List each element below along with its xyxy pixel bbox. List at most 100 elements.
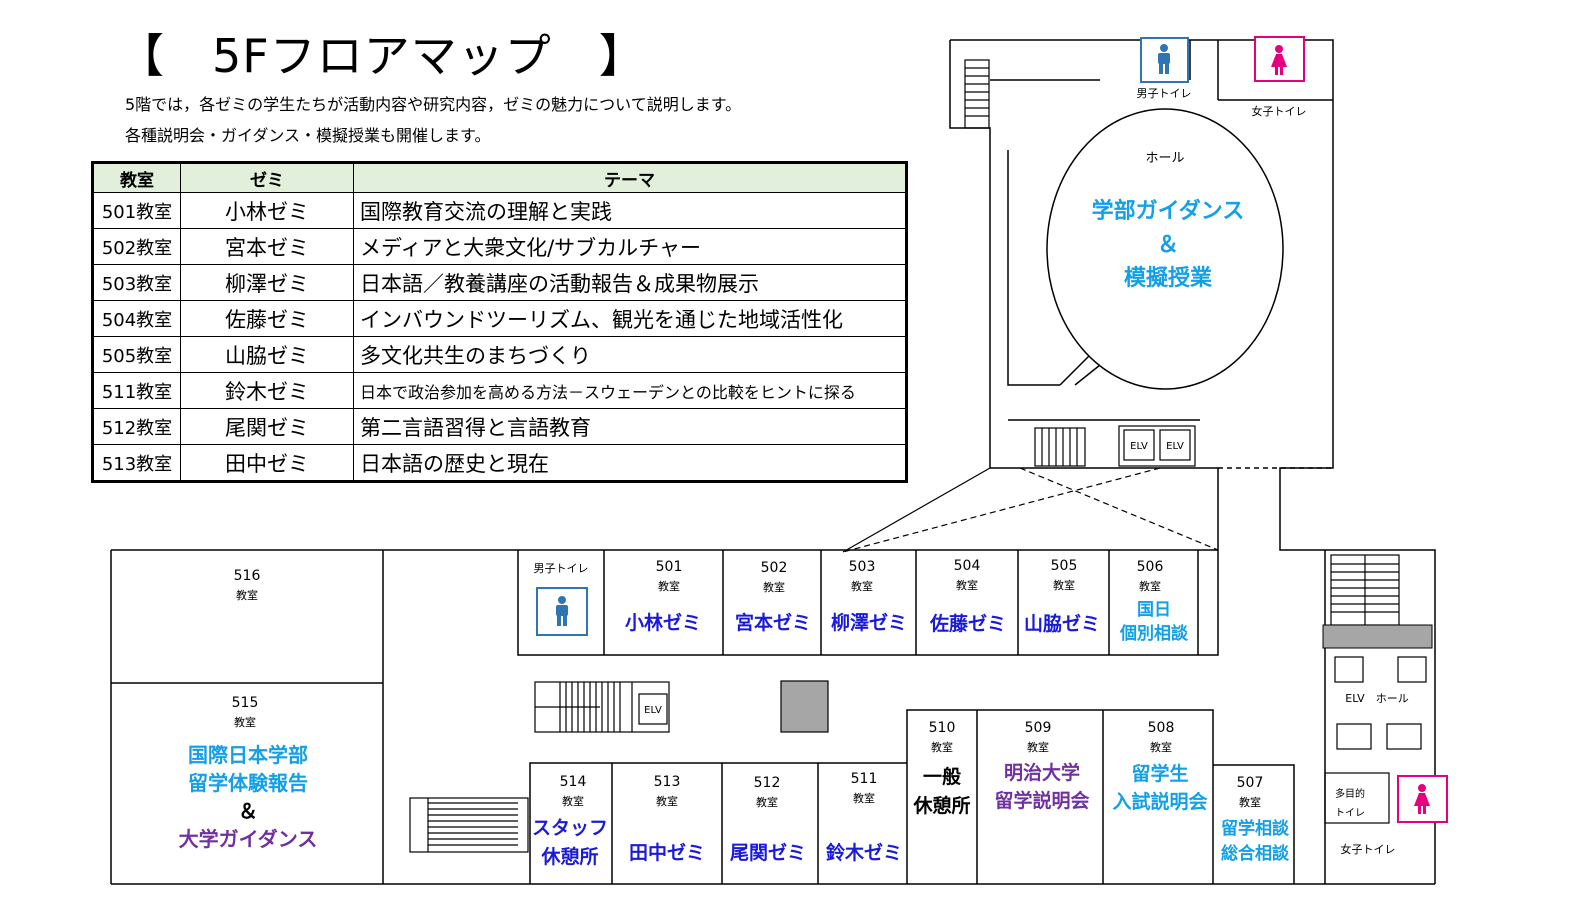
zemi-cell: 山脇ゼミ (180, 336, 354, 373)
room-cell: 502教室 (92, 228, 181, 265)
room-number: 507 (1237, 775, 1264, 791)
theme-cell: 日本語／教養講座の活動報告＆成果物展示 (353, 264, 907, 301)
womens-restroom-lower: 女子トイレ (1341, 775, 1448, 856)
table-row: 501教室 小林ゼミ 国際教育交流の理解と実践 (92, 192, 907, 229)
room-label: 佐藤ゼミ (929, 612, 1006, 635)
room-515-line-1: 国際日本学部 (188, 743, 308, 767)
room-514: 514 教室 スタッフ 休憩所 (532, 774, 608, 868)
room-label: 山脇ゼミ (1024, 612, 1100, 635)
room-type: 教室 (853, 791, 875, 805)
central-stairs (534, 681, 670, 733)
room-cell: 513教室 (92, 444, 181, 482)
room-cell: 511教室 (92, 372, 181, 409)
elv-label: ELV (1166, 441, 1184, 452)
womens-restroom-label: 女子トイレ (1341, 842, 1396, 856)
multipurpose-label-1: 多目的 (1335, 787, 1365, 800)
table-row: 503教室 柳澤ゼミ 日本語／教養講座の活動報告＆成果物展示 (92, 264, 907, 301)
room-number: 501 (656, 559, 683, 575)
header-zemi: ゼミ (180, 162, 354, 193)
room-506-line-1: 国日 (1137, 600, 1171, 620)
lower-floor-walls (110, 549, 1435, 885)
elv-label: ELV (644, 705, 662, 716)
womens-restroom-top: 女子トイレ (1252, 36, 1307, 118)
room-515-line-2: 留学体験報告 (188, 771, 308, 795)
elevator (638, 693, 668, 725)
pillar (780, 680, 829, 733)
table-row: 505教室 山脇ゼミ 多文化共生のまちづくり (92, 336, 907, 373)
room-type: 教室 (1027, 740, 1049, 754)
room-label: 宮本ゼミ (735, 611, 811, 634)
room-509-line-1: 明治大学 (1004, 761, 1080, 784)
zemi-cell: 田中ゼミ (180, 444, 354, 482)
room-508-line-2: 入試説明会 (1112, 790, 1207, 813)
room-number: 502 (761, 560, 788, 576)
elv-hall (1334, 656, 1427, 750)
elevator (1159, 429, 1191, 461)
room-label: 鈴木ゼミ (826, 841, 902, 864)
intro-line-1: 5階では，各ゼミの学生たちが活動内容や研究内容，ゼミの魅力について説明します。 (125, 95, 742, 114)
room-515: 515 教室 国際日本学部 留学体験報告 ＆ 大学ガイダンス (179, 695, 318, 851)
upper-elevators: ELV ELV (1118, 425, 1196, 467)
room-type: 教室 (756, 795, 778, 809)
room-type: 教室 (1053, 578, 1075, 592)
room-type: 教室 (1139, 579, 1161, 593)
lower-left-stairs (409, 797, 529, 853)
room-type: 教室 (236, 588, 258, 602)
mens-restroom-lower: 男子トイレ (534, 562, 589, 636)
multipurpose-label-2: トイレ (1335, 808, 1365, 819)
theme-cell: 国際教育交流の理解と実践 (353, 192, 907, 229)
room-509-line-2: 留学説明会 (994, 789, 1089, 812)
mens-restroom-label: 男子トイレ (534, 562, 589, 575)
zemi-cell: 尾関ゼミ (180, 408, 354, 445)
room-513: 513 教室 田中ゼミ (629, 774, 705, 864)
table-row: 502教室 宮本ゼミ メディアと大衆文化/サブカルチャー (92, 228, 907, 265)
room-506: 506 教室 国日 個別相談 (1119, 559, 1189, 644)
room-503: 503 教室 柳澤ゼミ (831, 559, 907, 634)
room-type: 教室 (562, 794, 584, 808)
theme-cell: 日本語の歴史と現在 (353, 444, 907, 482)
room-number: 510 (929, 720, 956, 736)
womens-restroom-label: 女子トイレ (1252, 104, 1307, 118)
room-type: 教室 (656, 794, 678, 808)
room-type: 教室 (763, 580, 785, 594)
theme-cell: 日本で政治参加を高める方法－スウェーデンとの比較をヒントに探る (353, 372, 907, 409)
room-type: 教室 (1239, 795, 1261, 809)
elevator (1397, 656, 1427, 683)
table-row: 504教室 佐藤ゼミ インバウンドツーリズム、観光を通じた地域活性化 (92, 300, 907, 337)
room-number: 515 (232, 695, 259, 711)
elevator (1336, 723, 1372, 750)
room-cell: 501教室 (92, 192, 181, 229)
table-row: 513教室 田中ゼミ 日本語の歴史と現在 (92, 444, 907, 482)
room-number: 511 (851, 771, 878, 787)
room-515-line-4: 大学ガイダンス (179, 827, 318, 851)
room-label: 田中ゼミ (629, 841, 705, 864)
room-508: 508 教室 留学生 入試説明会 (1112, 720, 1207, 813)
mens-restroom-top: 男子トイレ (1137, 37, 1192, 100)
room-type: 教室 (956, 578, 978, 592)
zemi-cell: 鈴木ゼミ (180, 372, 354, 409)
elevator (1123, 429, 1155, 461)
room-number: 505 (1051, 558, 1078, 574)
room-number: 504 (954, 558, 981, 574)
central-elevator: ELV (638, 693, 668, 725)
room-502: 502 教室 宮本ゼミ (735, 560, 811, 634)
room-515-line-3: ＆ (238, 799, 258, 823)
intro-line-2: 各種説明会・ガイダンス・模擬授業も開催します。 (125, 126, 491, 145)
shaft (1322, 624, 1433, 649)
room-label: 柳澤ゼミ (831, 611, 907, 634)
right-stairs (1330, 554, 1400, 626)
room-type: 教室 (851, 579, 873, 593)
room-501: 501 教室 小林ゼミ (625, 559, 701, 634)
elv-hall-label: ELV ホール (1345, 692, 1408, 705)
room-cell: 503教室 (92, 264, 181, 301)
room-507-line-2: 総合相談 (1221, 843, 1290, 864)
theme-cell: インバウンドツーリズム、観光を通じた地域活性化 (353, 300, 907, 337)
hall-event-line-3: 模擬授業 (1124, 265, 1213, 291)
upper-wing-walls (949, 39, 1436, 884)
room-type: 教室 (234, 715, 256, 729)
room-type: 教室 (658, 579, 680, 593)
room-510: 510 教室 一般 休憩所 (912, 720, 970, 817)
room-cell: 512教室 (92, 408, 181, 445)
room-number: 513 (654, 774, 681, 790)
